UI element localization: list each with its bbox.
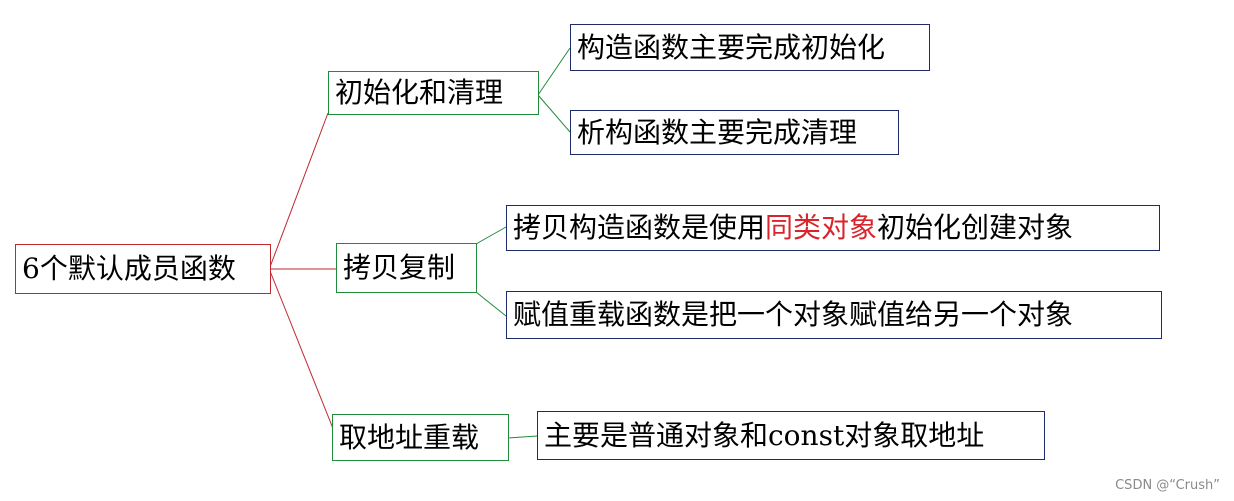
leaf-label: 构造函数主要完成初始化 — [577, 30, 886, 64]
leaf-label: 主要是普通对象和const对象取地址 — [544, 418, 985, 452]
leaf-node-constructor: 构造函数主要完成初始化 — [570, 24, 930, 71]
branch-label: 取地址重载 — [339, 420, 480, 454]
leaf-label: 赋值重载函数是把一个对象赋值给另一个对象 — [513, 298, 1074, 331]
branch-node-address-overload: 取地址重载 — [332, 414, 509, 461]
edge-branch-2-leaf-1 — [475, 226, 507, 245]
root-label: 6个默认成员函数 — [22, 252, 236, 285]
leaf-node-address-of: 主要是普通对象和const对象取地址 — [537, 411, 1045, 460]
branch-label: 初始化和清理 — [335, 76, 504, 109]
edge-branch-2-leaf-2 — [475, 291, 507, 317]
edge-branch-3-leaf-1 — [507, 435, 538, 439]
edge-root-branch-3 — [269, 270, 337, 437]
root-node: 6个默认成员函数 — [15, 244, 271, 294]
edge-branch-1-leaf-1 — [537, 47, 571, 96]
leaf-label-highlight: 同类对象 — [765, 211, 878, 244]
leaf-label-post: 初始化创建对象 — [877, 211, 1074, 244]
branch-label: 拷贝复制 — [343, 251, 456, 284]
branch-node-copy: 拷贝复制 — [336, 243, 477, 293]
branch-node-init-cleanup: 初始化和清理 — [328, 71, 539, 115]
watermark-text: CSDN @“Crush” — [1115, 478, 1220, 493]
edge-root-branch-1 — [269, 112, 329, 268]
leaf-node-assignment-overload: 赋值重载函数是把一个对象赋值给另一个对象 — [506, 291, 1162, 339]
leaf-node-copy-constructor: 拷贝构造函数是使用同类对象初始化创建对象 — [506, 205, 1160, 251]
edge-branch-1-leaf-2 — [537, 94, 571, 133]
leaf-label-pre: 拷贝构造函数是使用 — [513, 211, 766, 244]
leaf-node-destructor: 析构函数主要完成清理 — [570, 110, 899, 155]
leaf-label: 析构函数主要完成清理 — [577, 115, 858, 149]
